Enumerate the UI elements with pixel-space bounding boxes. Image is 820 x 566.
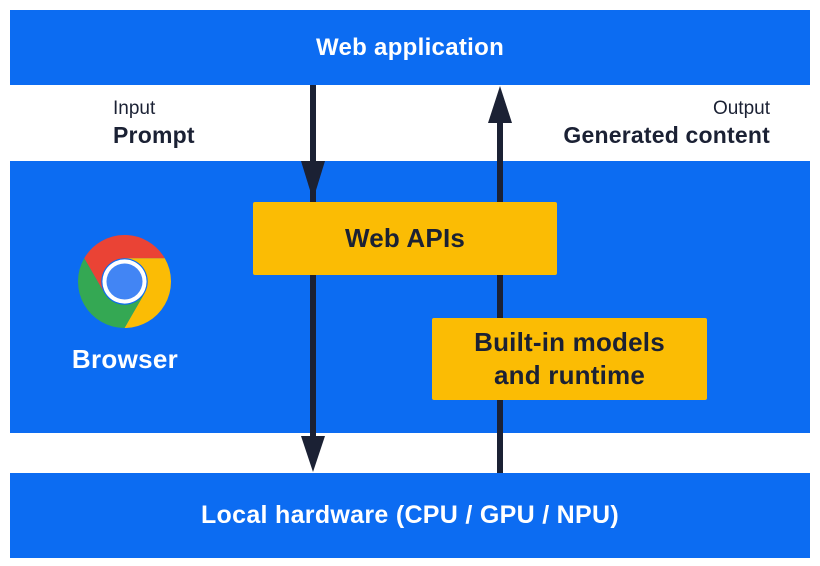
builtin-models-box: Built-in models and runtime (432, 318, 707, 400)
input-value-prompt: Prompt (113, 122, 195, 148)
web-application-label: Web application (315, 33, 505, 61)
web-apis-label: Web APIs (344, 223, 466, 253)
input-label-block: Input Prompt (113, 99, 195, 147)
local-hardware-bar: Local hardware (CPU / GPU / NPU) (10, 473, 810, 558)
local-hardware-label: Local hardware (CPU / GPU / NPU) (200, 501, 619, 529)
web-apis-box: Web APIs (253, 202, 557, 275)
output-value-generated-content: Generated content (563, 122, 770, 148)
web-application-bar: Web application (10, 10, 810, 85)
builtin-models-label-line2: and runtime (494, 360, 645, 390)
output-label-block: Output Generated content (563, 99, 770, 147)
output-title: Output (712, 98, 770, 119)
browser-label: Browser (71, 344, 179, 374)
chrome-logo-icon (78, 235, 171, 328)
builtin-models-label-line1: Built-in models (474, 327, 665, 357)
input-title: Input (113, 98, 156, 119)
